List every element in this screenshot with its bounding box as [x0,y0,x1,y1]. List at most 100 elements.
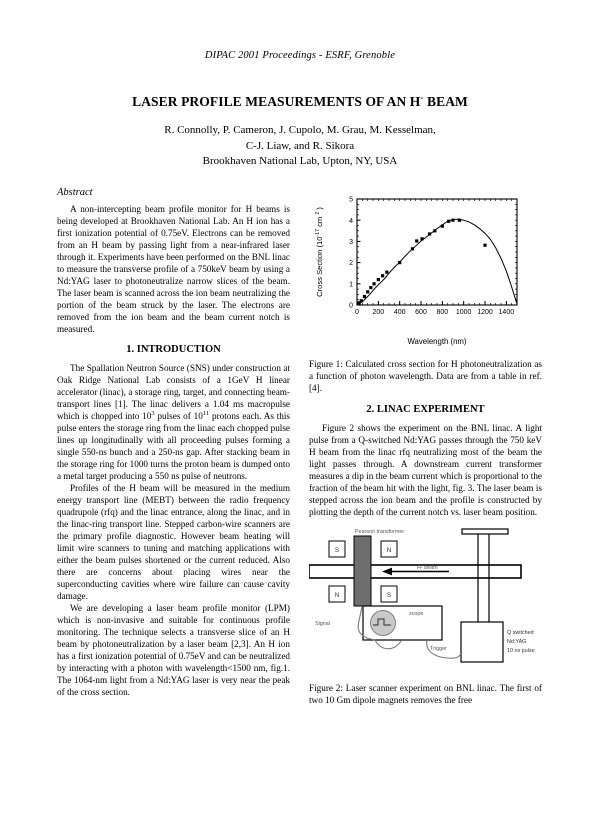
laser-scanner-schematic: Pearson transformer S N [309,528,535,663]
svg-text:N: N [335,592,340,599]
svg-text:5: 5 [349,196,353,203]
abstract-heading: Abstract [57,186,93,198]
svg-text:800: 800 [436,309,448,316]
section-heading-introduction: 1. INTRODUCTION [126,343,221,355]
intro-p1-sup-1: 3 [151,409,155,417]
introduction-paragraph-1: The Spallation Neutron Source (SNS) unde… [57,362,290,482]
data-point [410,247,415,251]
section-heading-linac-experiment: 2. LINAC EXPERIMENT [366,403,485,415]
y-axis-label-unit: cm [315,214,324,228]
data-point [385,270,389,274]
data-point [433,229,437,233]
figure-2-caption: Figure 2: Laser scanner experiment on BN… [309,682,542,705]
svg-text:0: 0 [349,302,353,309]
data-point [381,273,385,278]
data-point [372,282,376,286]
plot-frame [356,198,518,306]
authors-line-1: R. Connolly, P. Cameron, J. Cupolo, M. G… [164,124,436,136]
y-axis-label-unit-exponent: 2 [315,211,321,214]
svg-text:0: 0 [355,309,359,316]
data-point [359,298,363,303]
laser-label-line-1: Q switched [507,630,534,636]
svg-text:1400: 1400 [499,309,515,316]
svg-text:400: 400 [394,309,406,316]
data-point [457,218,461,222]
minor-ticks [356,198,518,306]
title-superscript: - [420,92,424,103]
magnet-top-right: N [380,540,398,558]
svg-text:Cross Section (10-17 cm 2 ): Cross Section (10-17 cm 2 ) [315,206,324,296]
scope-label: scope [409,611,423,617]
data-point [376,277,380,281]
svg-text:200: 200 [372,309,384,316]
data-point-markers [357,218,487,305]
title-main: LASER PROFILE MEASUREMENTS OF AN H [132,94,421,109]
data-point [451,218,455,222]
y-axis-label-close: ) [315,206,324,211]
abstract-text: A non-intercepting beam profile monitor … [57,203,290,334]
laser-beam-column [461,528,509,622]
data-point [420,237,424,241]
signal-cable-loop [374,639,402,649]
intro-p1-part-c: protons each. As this pulse enters the s… [57,410,291,481]
cross-section-plot: 0 1 2 3 4 5 0 200 400 600 800 1000 1200 1400 Cross S… [315,196,518,346]
beam-arrow [382,567,449,576]
two-column-body: Abstract A non-intercepting beam profile… [0,187,600,707]
x-axis-label: Wavelength (nm) [407,337,466,346]
svg-text:2: 2 [349,260,353,267]
data-point [415,239,419,243]
trigger-cable [426,639,462,659]
data-point [427,232,432,236]
figure-1-caption-number: Figure 1: [309,358,343,369]
magnet-bottom-right: S [380,585,398,603]
svg-text:S: S [335,547,339,554]
figure-2-diagram: Pearson transformer S N [309,524,542,674]
authors-line-2: C-J. Liaw, and R. Sikora [245,139,355,152]
figure-1-caption-text: Calculated cross section for H photoneut… [309,358,542,393]
pearson-transformer-label: Pearson transformer [355,529,404,535]
data-point [362,294,367,298]
scope-screen [370,609,396,636]
y-axis-label: Cross Section (10 [315,236,324,296]
oscilloscope: scope [362,605,443,641]
y-axis-label-exponent: -17 [315,229,321,237]
right-column: 0 1 2 3 4 5 0 200 400 600 800 1000 1200 1400 Cross S… [309,187,542,707]
linac-paragraph-1: Figure 2 shows the experiment on the BNL… [309,422,542,517]
svg-text:4: 4 [349,218,353,225]
svg-text:S: S [387,592,391,599]
signal-cable [357,605,376,641]
svg-text:3: 3 [349,239,353,246]
data-point [483,243,487,247]
figure-1-caption: Figure 1: Calculated cross section for H… [309,359,542,395]
data-point [398,260,402,265]
beam-label: H- beam [417,565,438,571]
scope-waveform [373,618,391,626]
data-point [440,224,444,228]
intro-p1-part-b: pulses of 10 [154,410,203,421]
affiliation: Brookhaven National Lab, Upton, NY, USA [202,155,398,168]
data-point [447,219,451,223]
trigger-label: Trigger [430,646,447,652]
svg-text:1200: 1200 [477,309,493,316]
figure-1-chart: 0 1 2 3 4 5 0 200 400 600 800 1000 1200 1400 Cross S… [309,187,542,355]
data-point [366,290,370,294]
svg-text:1: 1 [349,281,353,288]
running-head: DIPAC 2001 Proceedings - ESRF, Grenoble [204,50,396,61]
left-column: Abstract A non-intercepting beam profile… [57,187,290,707]
page-title: LASER PROFILE MEASUREMENTS OF AN H- BEAM [0,92,600,110]
data-point [357,301,361,305]
svg-text:N: N [387,547,392,554]
intro-p1-sup-2: 11 [202,409,210,417]
magnet-bottom-left: N [328,585,346,603]
introduction-paragraph-3: We are developing a laser beam profile m… [57,602,290,697]
laser-label-line-2: Nd:YAG [507,639,526,645]
title-tail: BEAM [423,94,468,109]
laser-unit: Q switched Nd:YAG 10 ns pulse [460,621,535,663]
y-axis-label-group: Cross Section (10-17 cm 2 ) [315,206,324,296]
document-page: DIPAC 2001 Proceedings - ESRF, Grenoble … [0,50,600,826]
svg-text:1000: 1000 [456,309,472,316]
laser-label-line-3: 10 ns pulse [507,648,535,654]
svg-text:600: 600 [415,309,427,316]
data-point [369,285,373,290]
magnet-top-left: S [328,540,346,558]
